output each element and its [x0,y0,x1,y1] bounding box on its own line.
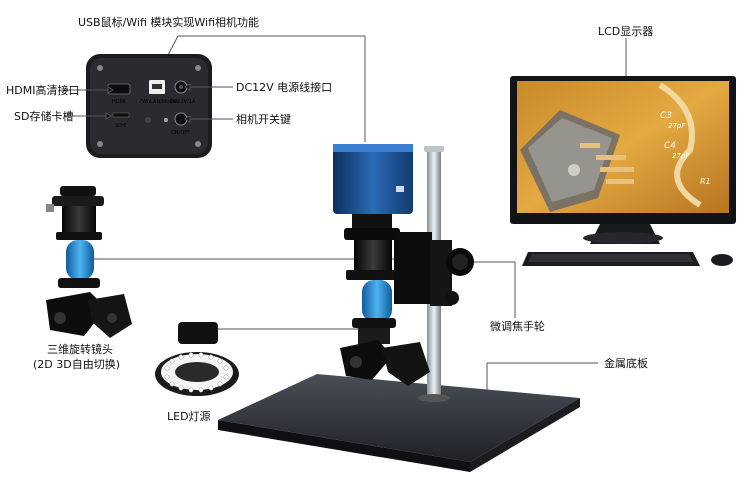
label-dc-power: DC12V 电源线接口 [236,81,333,94]
camera-back-panel [86,54,212,158]
mouse [711,254,733,266]
pcb-text-27pf-2: 27pF [672,152,690,160]
hdmi-port-label: HDMI [112,99,125,105]
onoff-port-label: ON/OFF [171,130,190,136]
usb-port-label: (Wi)LAN/Mouse [140,99,178,105]
led-ring-light [155,322,239,396]
pcb-text-c3: C3 [660,111,672,121]
pcb-text-27pf-1: 27pF [668,122,686,130]
label-rotating-head-2: (2D 3D自由切换) [33,358,121,371]
label-focus-wheel: 微调焦手轮 [490,320,545,333]
main-microscope [333,144,474,386]
dc-port-label: DC12V/1A [170,99,196,105]
label-camera-switch: 相机开关键 [236,113,291,126]
label-base-plate: 金属底板 [604,357,648,370]
label-hdmi: HDMI高清接口 [6,84,80,97]
sd-port-label: SD卡 [115,122,127,129]
keyboard [522,252,700,266]
label-usb-wifi: USB鼠标/Wifi 模块实现Wifi相机功能 [78,16,260,29]
panel-pointers [64,83,233,123]
metal-base-plate [218,374,580,472]
lcd-monitor [510,76,736,244]
label-rotating-head-1: 三维旋转镜头 [47,343,113,356]
pcb-text-r1: R1 [700,177,711,186]
label-led: LED灯源 [167,410,211,423]
pcb-text-c4: C4 [664,141,676,151]
label-sd-slot: SD存储卡槽 [14,110,74,123]
rotating-lens-head [46,186,132,338]
label-lcd: LCD显示器 [598,25,654,38]
